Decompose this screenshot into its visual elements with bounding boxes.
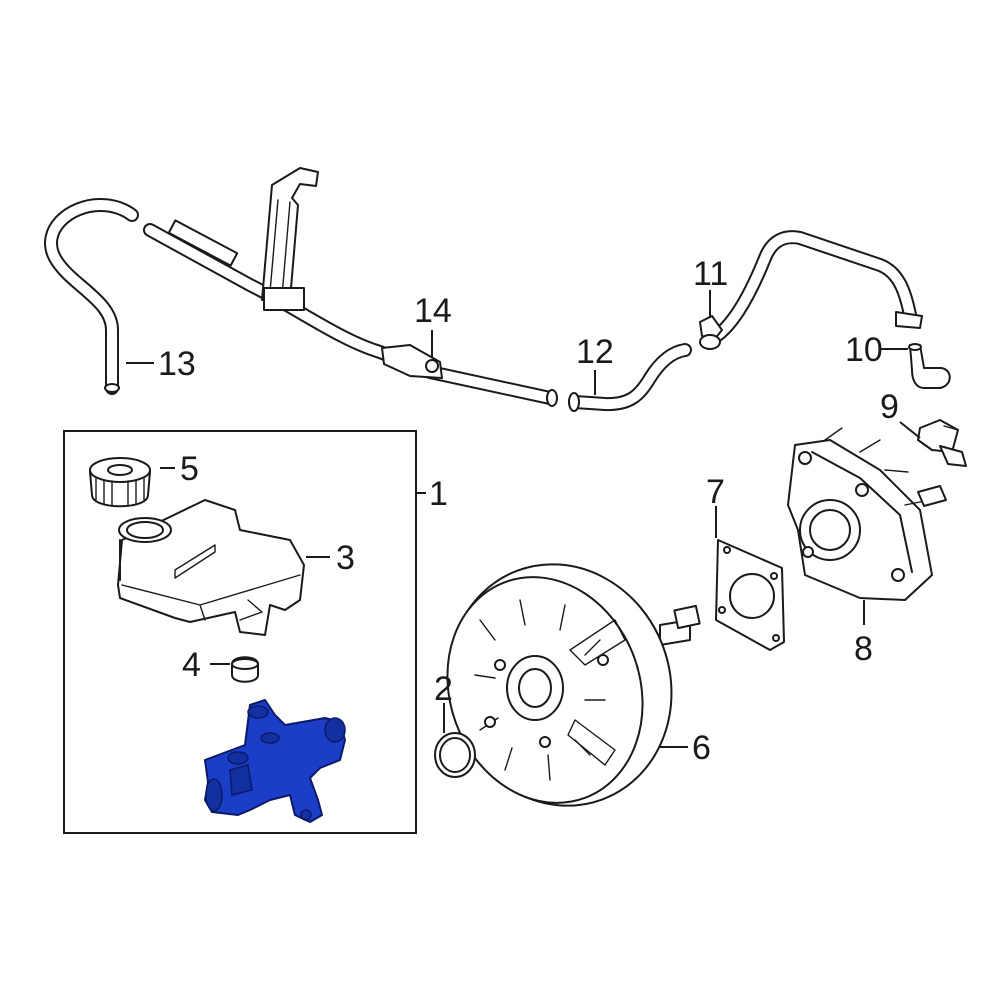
callout-11: 11 bbox=[693, 255, 728, 293]
part-3-reservoir[interactable] bbox=[117, 499, 305, 636]
leader-lines bbox=[126, 290, 921, 748]
part-2-o-ring[interactable] bbox=[434, 732, 476, 778]
part-5-cap[interactable] bbox=[89, 457, 151, 508]
part-14-vacuum-tube[interactable] bbox=[143, 167, 558, 407]
callout-1: 1 bbox=[429, 475, 448, 513]
part-13-hose[interactable] bbox=[44, 198, 139, 395]
callout-12: 12 bbox=[576, 333, 614, 371]
part-1-master-cylinder-highlighted[interactable] bbox=[204, 699, 346, 823]
part-8-housing[interactable] bbox=[787, 427, 947, 601]
part-7-gasket[interactable] bbox=[715, 539, 785, 651]
callout-14: 14 bbox=[414, 292, 452, 330]
callout-9: 9 bbox=[880, 388, 899, 426]
callout-3: 3 bbox=[336, 539, 355, 577]
part-10-connector[interactable] bbox=[908, 343, 951, 389]
callout-6: 6 bbox=[692, 729, 711, 767]
assembly-1-box bbox=[63, 430, 417, 834]
part-4-grommet[interactable] bbox=[231, 656, 259, 683]
callout-13: 13 bbox=[158, 345, 196, 383]
callout-10: 10 bbox=[845, 331, 883, 369]
callout-2: 2 bbox=[434, 670, 453, 708]
callout-8: 8 bbox=[854, 630, 873, 668]
part-12-hose[interactable] bbox=[568, 343, 692, 412]
callout-4: 4 bbox=[182, 646, 201, 684]
part-11-clamp-and-hose[interactable] bbox=[699, 230, 923, 350]
callout-7: 7 bbox=[706, 473, 725, 511]
part-6-brake-booster[interactable] bbox=[415, 533, 705, 838]
callout-5: 5 bbox=[180, 450, 199, 488]
part-9-sensor[interactable] bbox=[917, 419, 967, 467]
